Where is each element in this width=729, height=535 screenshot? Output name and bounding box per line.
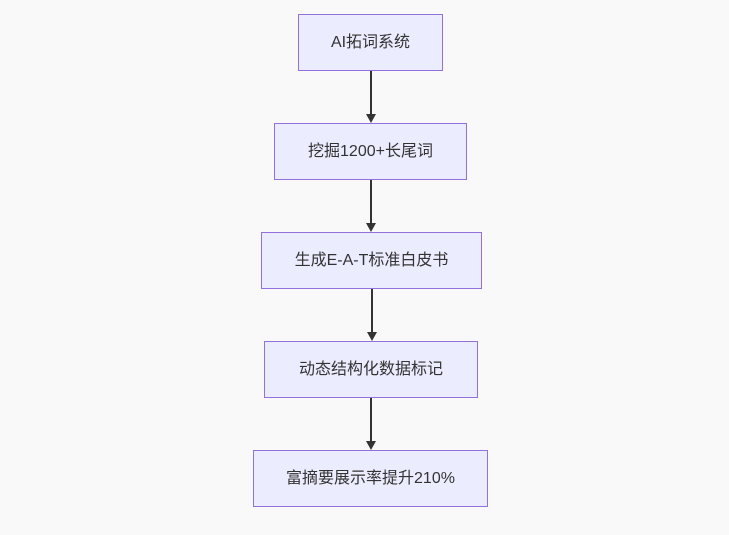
flowchart-node-step-5: 富摘要展示率提升210% — [253, 450, 488, 507]
edge-line — [370, 398, 372, 443]
flowchart-node-label: 生成E-A-T标准白皮书 — [294, 251, 449, 269]
arrowhead-down-icon — [366, 114, 376, 123]
flowchart-node-label: 挖掘1200+长尾词 — [308, 142, 433, 160]
edge-line — [371, 289, 373, 334]
arrowhead-down-icon — [367, 332, 377, 341]
flowchart-node-step-3: 生成E-A-T标准白皮书 — [261, 232, 482, 289]
edge-line — [370, 71, 372, 116]
flowchart-node-step-4: 动态结构化数据标记 — [264, 341, 478, 398]
arrowhead-down-icon — [366, 223, 376, 232]
flowchart-node-step-1: AI拓词系统 — [298, 14, 443, 71]
flowchart-node-label: AI拓词系统 — [330, 33, 411, 51]
flowchart-node-label: 动态结构化数据标记 — [298, 360, 443, 378]
edge-line — [370, 180, 372, 225]
flowchart-node-step-2: 挖掘1200+长尾词 — [274, 123, 467, 180]
arrowhead-down-icon — [366, 441, 376, 450]
flowchart-node-label: 富摘要展示率提升210% — [286, 469, 455, 487]
